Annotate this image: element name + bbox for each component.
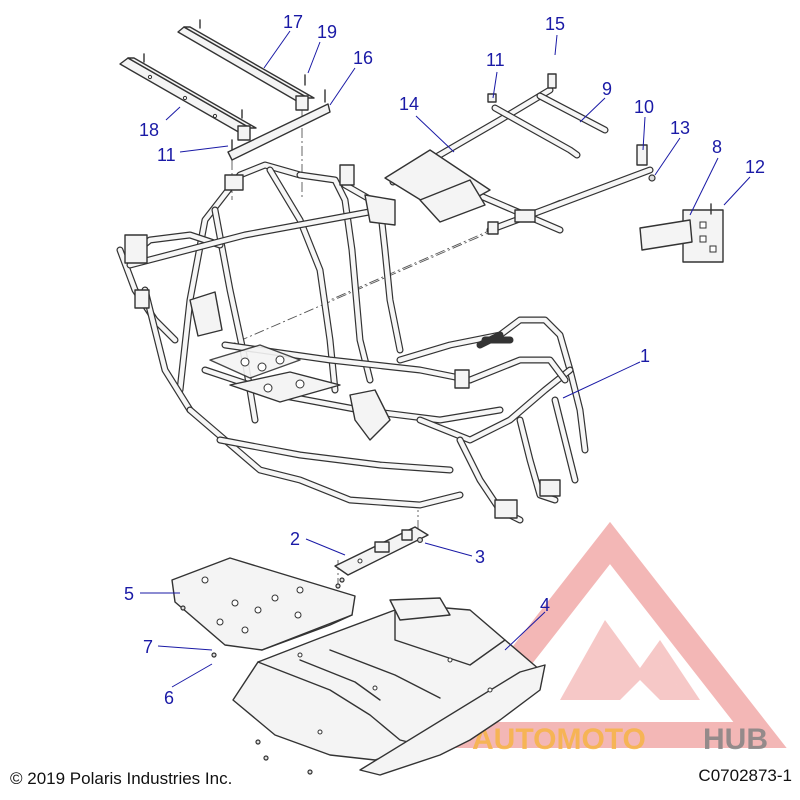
part-18-crossbar [119, 57, 257, 141]
part-4-skid-plate-front [232, 597, 546, 776]
callout-7: 7 [143, 637, 153, 657]
callout-labels: 1 2 3 4 5 6 7 8 9 10 11 11 12 13 14 15 1… [124, 12, 765, 708]
watermark-text-orange: AUTOMOTO [472, 723, 646, 756]
callout-13: 13 [670, 118, 690, 138]
callout-4: 4 [540, 595, 550, 615]
watermark-text-gray: HUB [703, 723, 768, 756]
drawing-number: C0702873-1 [698, 766, 792, 785]
callout-1: 1 [640, 346, 650, 366]
part-1-main-frame [116, 161, 589, 524]
part-17-crossbar [177, 19, 315, 111]
callout-16: 16 [353, 48, 373, 68]
callout-15: 15 [545, 14, 565, 34]
part-2-mount-plate [334, 526, 429, 589]
callout-19: 19 [317, 22, 337, 42]
callout-9: 9 [602, 79, 612, 99]
callout-6: 6 [164, 688, 174, 708]
callout-2: 2 [290, 529, 300, 549]
watermark-logo: AUTOMOTO HUB [433, 521, 787, 756]
callout-11-left: 11 [157, 145, 176, 165]
callout-10: 10 [634, 97, 654, 117]
part-8-hitch-bracket [639, 174, 724, 263]
callout-18: 18 [139, 120, 159, 140]
callout-12: 12 [745, 157, 765, 177]
small-bolts-top-left [143, 53, 306, 151]
callout-5: 5 [124, 584, 134, 604]
part-5-skid-plate-rear [171, 557, 356, 658]
leader-lines [140, 30, 751, 688]
callout-17: 17 [283, 12, 303, 32]
callout-14: 14 [399, 94, 419, 114]
part-9-rear-carrier [384, 73, 654, 235]
callout-11-top: 11 [486, 50, 505, 70]
callout-8: 8 [712, 137, 722, 157]
copyright-notice: © 2019 Polaris Industries Inc. [10, 769, 233, 788]
callout-3: 3 [475, 547, 485, 567]
part-16-bracket [227, 89, 331, 161]
